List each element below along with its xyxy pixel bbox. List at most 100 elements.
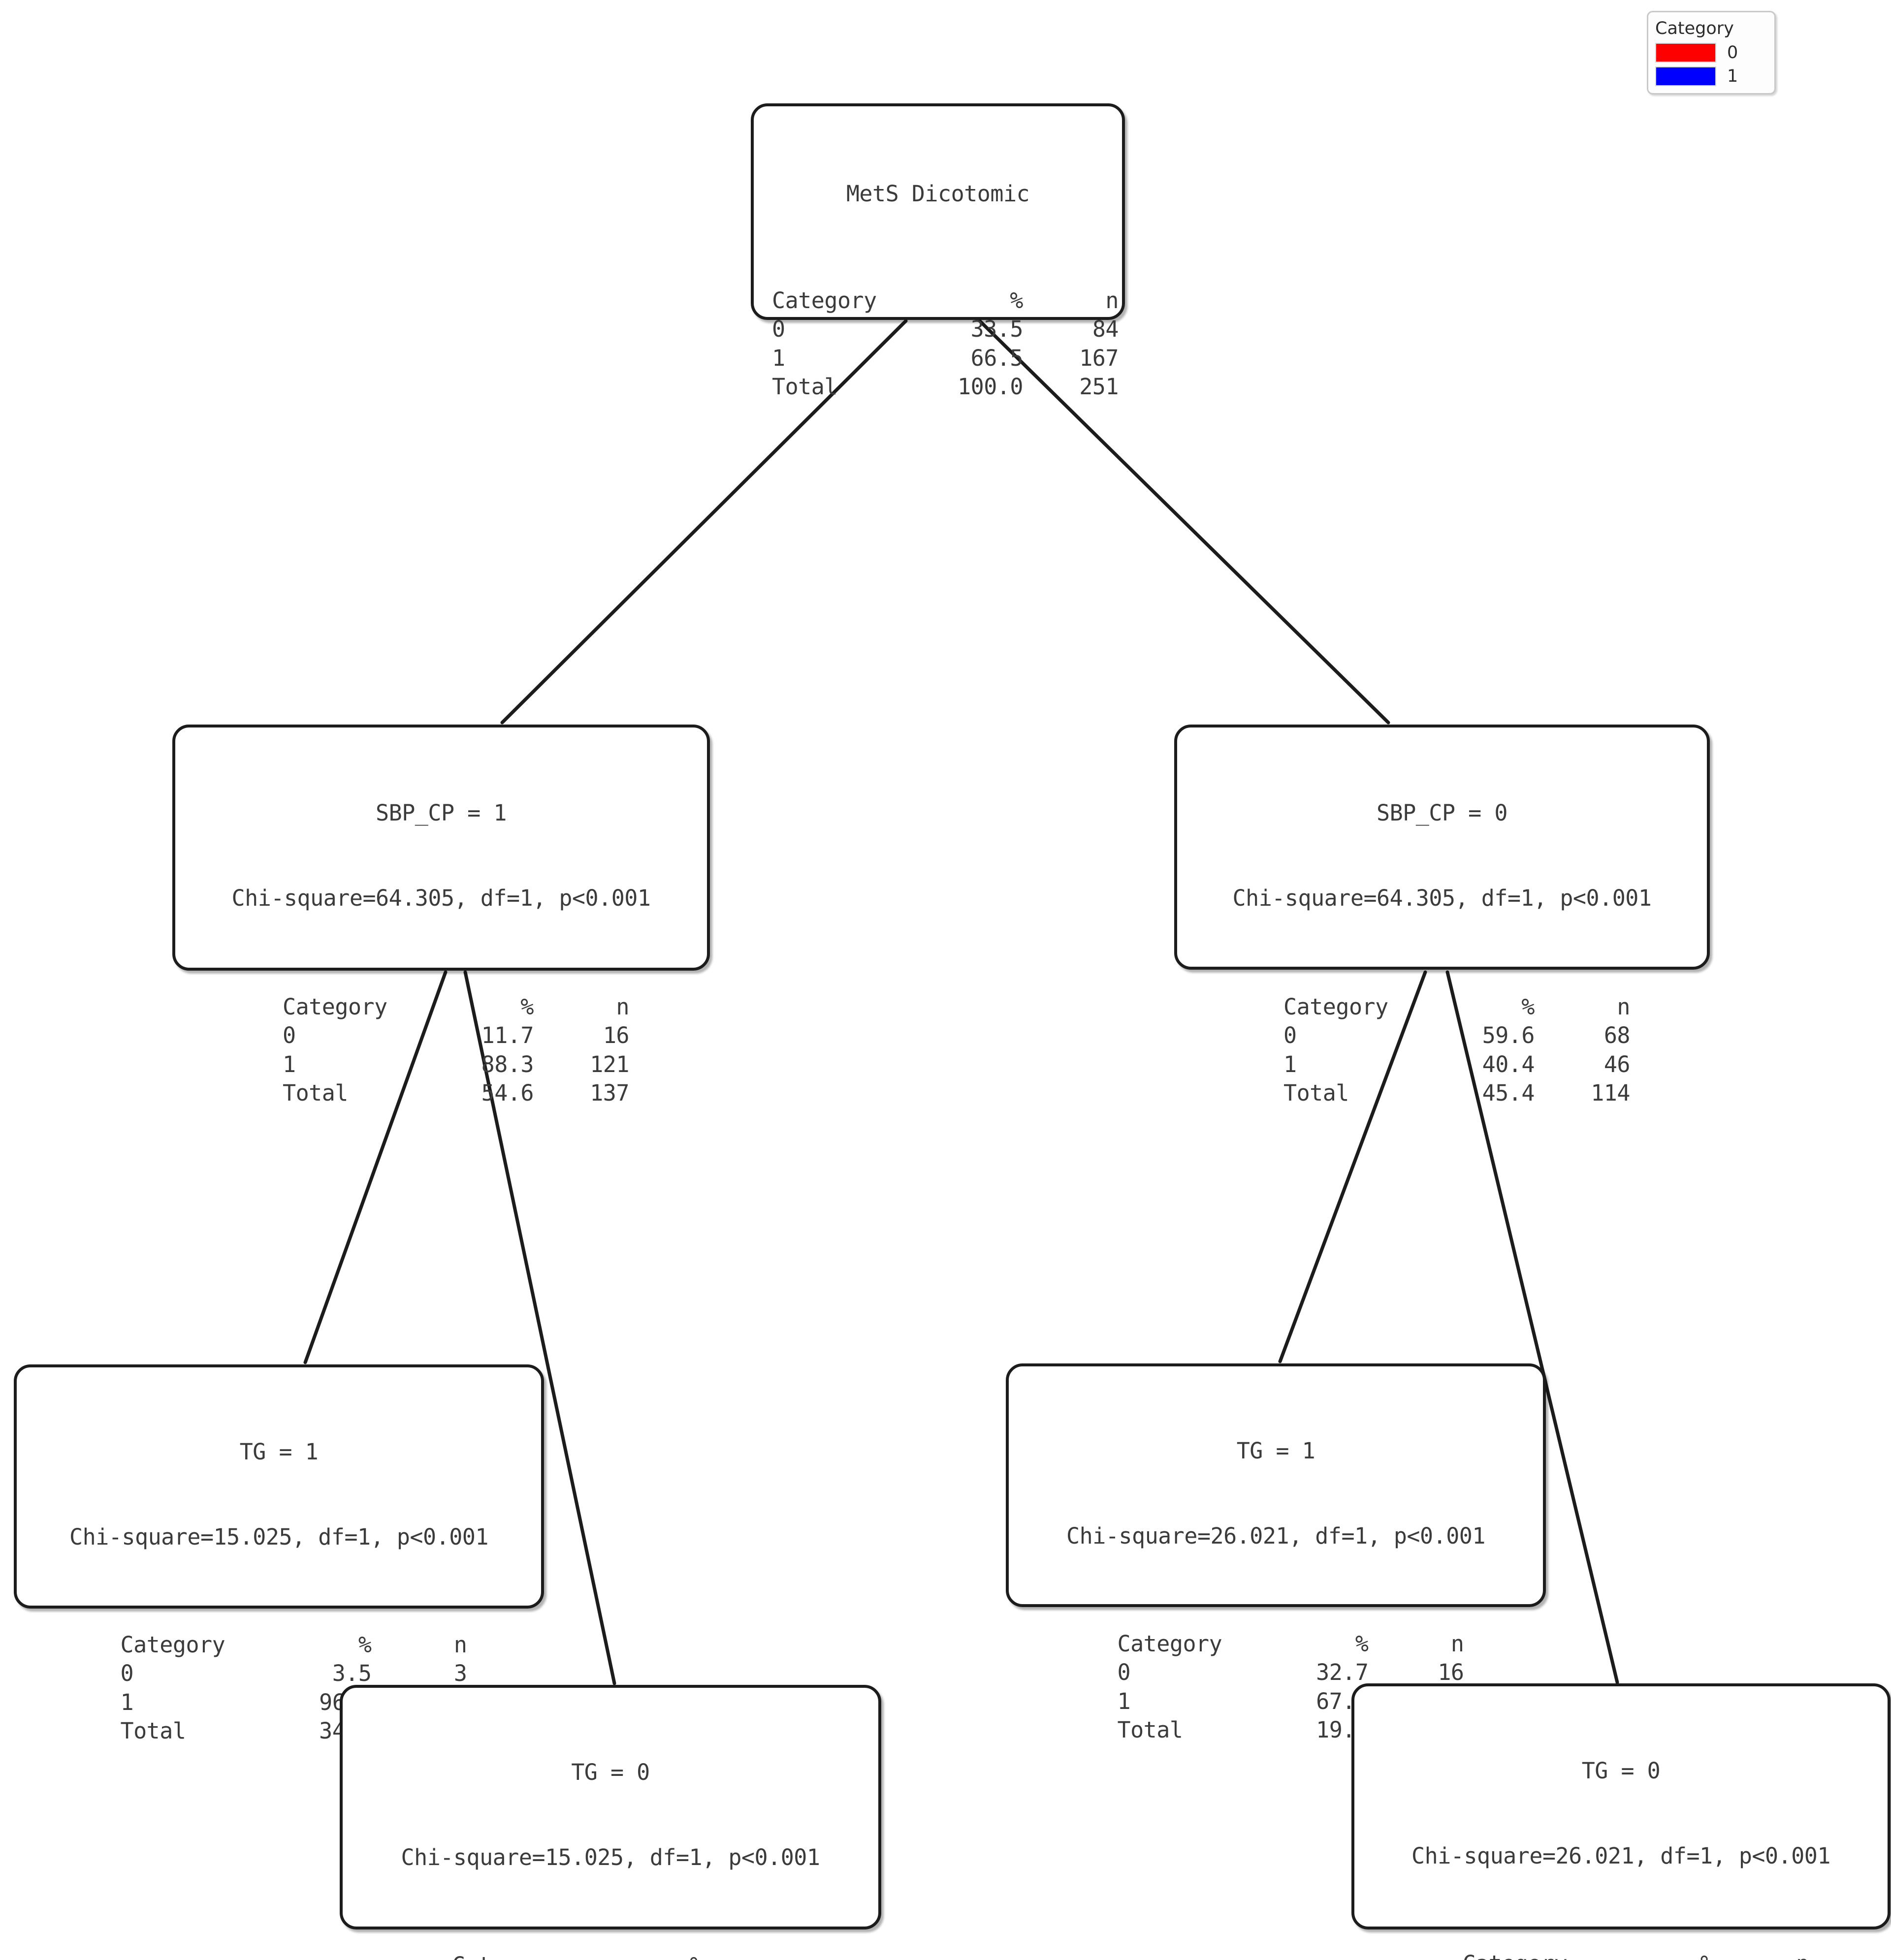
cell-n: 3 (453, 1660, 467, 1687)
cell-percent: 88.3 (481, 1051, 534, 1077)
legend-item-0[interactable]: 0 (1655, 43, 1767, 63)
header-category: Category (120, 1631, 225, 1658)
tree-node-tg-1-left[interactable]: TG = 1 Chi-square=15.025, df=1, p<0.001 … (14, 1364, 544, 1744)
cell-n: 16 (603, 1022, 630, 1049)
node-split-stat: Chi-square=64.305, df=1, p<0.001 (1232, 885, 1652, 911)
cell-category: 1 (283, 1051, 296, 1077)
cell-category: 0 (120, 1660, 134, 1687)
table-row: 0 33.5 84 (772, 315, 1119, 344)
node-stats: Category % n 0 33.5 84 1 66.5 167 Total … (754, 265, 1122, 402)
node-stats: Category % n 0 11.7 16 1 88.3 121 Total … (175, 969, 707, 1108)
table-row: 0 32.7 16 (1117, 1658, 1465, 1687)
legend-title: Category (1655, 19, 1734, 38)
header-n: n (1714, 1950, 1809, 1960)
cell-percent: 3.5 (332, 1660, 372, 1687)
tree-node-tg-0-left[interactable]: TG = 0 Chi-square=15.025, df=1, p<0.001 … (340, 1685, 881, 1960)
cell-percent: 32.7 (1316, 1659, 1369, 1686)
node-split-stat: Chi-square=64.305, df=1, p<0.001 (231, 885, 651, 911)
table-row: Total 45.4 114 (1283, 1079, 1631, 1108)
tree-node-sbp-cp-1[interactable]: SBP_CP = 1 Chi-square=64.305, df=1, p<0.… (172, 725, 710, 1106)
node-split-stat: Chi-square=26.021, df=1, p<0.001 (1411, 1842, 1830, 1869)
table-row: 0 3.5 3 (120, 1659, 468, 1688)
cell-category: 0 (772, 316, 785, 343)
cell-percent: 11.7 (481, 1022, 534, 1049)
node-title: TG = 1 (239, 1439, 319, 1465)
cell-category: 0 (1117, 1659, 1131, 1686)
cell-percent: 40.4 (1482, 1051, 1535, 1077)
table-row: 1 88.3 121 (283, 1050, 630, 1079)
cell-n: 84 (1092, 316, 1119, 343)
stats-table: Category % n 0 11.7 16 1 88.3 121 Total … (283, 993, 630, 1108)
node-header: TG = 1 Chi-square=15.025, df=1, p<0.001 (17, 1367, 541, 1608)
table-row: 1 40.4 46 (1283, 1050, 1631, 1079)
table-header-row: Category % n (452, 1951, 799, 1960)
tree-node-sbp-cp-0[interactable]: SBP_CP = 0 Chi-square=64.305, df=1, p<0.… (1174, 725, 1710, 1106)
header-category: Category (1463, 1950, 1596, 1960)
stats-table: Category % n 0 59.6 68 1 40.4 46 Total 4… (1283, 993, 1631, 1108)
cell-n: 251 (1079, 374, 1119, 400)
header-percent: % (520, 993, 534, 1020)
node-title: TG = 1 (1236, 1438, 1315, 1464)
legend-item-1[interactable]: 1 (1655, 66, 1767, 86)
cell-category: Total (120, 1718, 186, 1744)
legend-label-0: 0 (1727, 42, 1738, 63)
cell-category: 1 (1117, 1688, 1131, 1714)
header-n: n (453, 1631, 467, 1658)
node-title: SBP_CP = 0 (1377, 800, 1507, 826)
cell-n: 167 (1079, 345, 1119, 371)
stats-table: Category % n 0 33.5 84 1 66.5 167 Total … (772, 286, 1119, 402)
node-title: SBP_CP = 1 (376, 800, 507, 826)
legend-swatch-0 (1655, 43, 1716, 63)
header-category: Category (283, 993, 387, 1020)
node-header: SBP_CP = 1 Chi-square=64.305, df=1, p<0.… (175, 727, 707, 969)
node-stats: Category % n 0 80.0 52 1 20.0 13 Total 2… (1354, 1927, 1888, 1960)
node-title: TG = 0 (1581, 1758, 1661, 1784)
tree-node-tg-0-right[interactable]: TG = 0 Chi-square=26.021, df=1, p<0.001 … (1351, 1683, 1891, 1960)
legend-label-1: 1 (1727, 66, 1738, 86)
header-n: n (1617, 993, 1630, 1020)
cell-percent: 19.5 (1316, 1717, 1369, 1743)
table-row: 1 66.5 167 (772, 344, 1119, 373)
header-category: Category (452, 1951, 585, 1960)
cell-category: 0 (1283, 1022, 1297, 1049)
table-header-row: Category % n (1283, 993, 1631, 1022)
node-header: TG = 1 Chi-square=26.021, df=1, p<0.001 (1009, 1366, 1543, 1607)
header-percent: % (358, 1631, 372, 1658)
stats-table: Category % n 0 80.0 52 1 20.0 13 Total 2… (1463, 1950, 1810, 1960)
node-title: TG = 0 (571, 1759, 650, 1786)
table-header-row: Category % n (1463, 1950, 1810, 1960)
header-n: n (616, 993, 629, 1020)
cell-n: 68 (1603, 1022, 1631, 1049)
node-split-stat: Chi-square=15.025, df=1, p<0.001 (401, 1844, 820, 1870)
header-n: n (1105, 287, 1119, 314)
header-percent: % (1521, 993, 1535, 1020)
header-category: Category (772, 287, 877, 314)
node-stats: Category % n 0 59.6 68 1 40.4 46 Total 4… (1177, 969, 1707, 1108)
cell-category: Total (772, 374, 837, 400)
cell-n: 121 (590, 1051, 629, 1077)
cell-percent: 59.6 (1482, 1022, 1535, 1049)
node-header: TG = 0 Chi-square=26.021, df=1, p<0.001 (1354, 1686, 1888, 1927)
legend: Category 0 1 (1647, 11, 1776, 95)
header-percent: % (1355, 1630, 1369, 1657)
header-percent: % (1010, 287, 1023, 314)
table-row: Total 100.0 251 (772, 373, 1119, 402)
header-n: n (703, 1951, 799, 1960)
table-header-row: Category % n (772, 286, 1119, 316)
tree-node-tg-1-right[interactable]: TG = 1 Chi-square=26.021, df=1, p<0.001 … (1006, 1363, 1546, 1743)
header-percent: % (1596, 1950, 1714, 1960)
cell-percent: 54.6 (481, 1080, 534, 1106)
header-category: Category (1117, 1630, 1222, 1657)
node-title: MetS Dicotomic (846, 181, 1030, 207)
tree-node-root[interactable]: MetS Dicotomic Category % n 0 33.5 84 1 … (751, 103, 1125, 400)
cell-category: Total (1283, 1080, 1349, 1106)
stats-table: Category % n 0 25.5 13 1 74.5 38 Total 2… (452, 1951, 799, 1960)
cell-category: Total (283, 1080, 348, 1106)
cell-percent: 66.5 (970, 345, 1024, 371)
node-header: MetS Dicotomic (754, 106, 1122, 265)
legend-swatch-1 (1655, 66, 1716, 86)
table-row: 0 59.6 68 (1283, 1021, 1631, 1050)
table-row: 0 11.7 16 (283, 1021, 630, 1050)
cell-category: 1 (772, 345, 785, 371)
cell-percent: 33.5 (970, 316, 1024, 343)
